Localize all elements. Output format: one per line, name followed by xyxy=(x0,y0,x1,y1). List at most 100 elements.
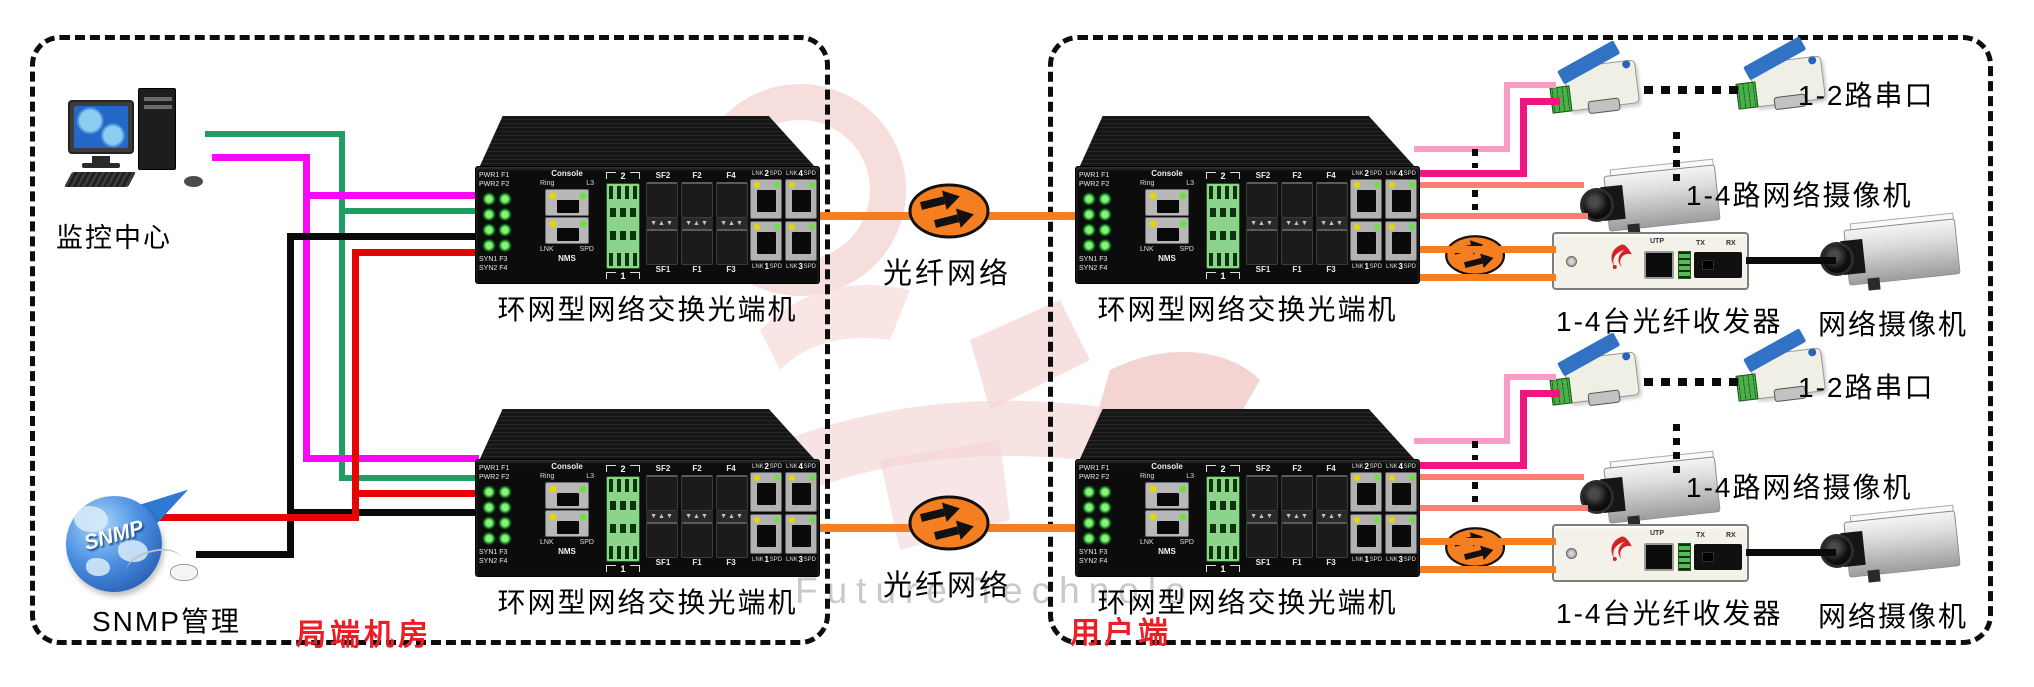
ring-switch-user-2: PWR1 F1 PWR2 F2 SYN1 F3 SYN2 F4 Console … xyxy=(1075,409,1420,618)
status-led-grid xyxy=(1081,191,1113,253)
label-tx: TX xyxy=(1696,240,1705,247)
label-f4: F4 xyxy=(1326,464,1336,473)
label-spd: SPD xyxy=(579,539,594,546)
label-ring: Ring xyxy=(540,473,555,480)
serial-db9-port xyxy=(1587,97,1621,115)
label-syn1-f3: SYN1 F3 xyxy=(479,549,508,556)
wire-lightpink xyxy=(1414,146,1510,152)
console-top-row: Ring L3 xyxy=(534,472,600,481)
label-pwr1-f1: PWR1 F1 xyxy=(1079,172,1110,179)
switch-led-panel: PWR1 F1 PWR2 F2 SYN1 F3 SYN2 F4 xyxy=(1079,171,1134,273)
label-f2: F2 xyxy=(1292,464,1302,473)
terminal-squares xyxy=(1209,230,1237,244)
rj45-jack xyxy=(557,200,579,213)
fiber-transceiver-device: UTP TX RX xyxy=(1552,524,1749,582)
camera-mount xyxy=(1867,569,1881,583)
user-peripherals-bottom: 1-2路串口 1-4路网络摄像机 UTP TX RX 1-4台光纤收发器 xyxy=(1410,328,2030,645)
console-rj45-port xyxy=(1145,189,1189,216)
serial-db9-port xyxy=(1587,389,1621,407)
switch-front-panel: PWR1 F1 PWR2 F2 SYN1 F3 SYN2 F4 Console … xyxy=(1075,166,1420,284)
switch-front-panel: PWR1 F1 PWR2 F2 SYN1 F3 SYN2 F4 Console … xyxy=(475,459,820,577)
green-terminal-block xyxy=(1206,476,1240,562)
label-syn1-f3: SYN1 F3 xyxy=(479,256,508,263)
label-nms: NMS xyxy=(558,547,576,556)
label-pwr1-f1: PWR1 F1 xyxy=(479,465,510,472)
label-sf1: SF1 xyxy=(655,265,671,274)
sfp-cages: ▼▲▼ ▼▲▼ ▼▲▼ xyxy=(1246,475,1348,558)
terminal-number-top: 2 xyxy=(1202,464,1244,474)
fiber-link-bottom: 光纤网络 xyxy=(815,490,1079,602)
wire-hotpink xyxy=(1520,390,1560,397)
terminal-squares xyxy=(1209,523,1237,537)
rj45-port xyxy=(785,514,817,554)
status-led-grid xyxy=(1081,484,1113,546)
rj45-port xyxy=(1350,514,1382,554)
label-sf1: SF1 xyxy=(655,558,671,567)
sfp-bottom-labels: SF1 F1 F3 xyxy=(1246,558,1348,568)
switch-caption: 环网型网络交换光端机 xyxy=(1097,294,1398,325)
fiber-port xyxy=(1702,260,1714,270)
camera-group-caption: 1-4路网络摄像机 xyxy=(1686,472,1913,503)
ring-switch-co-2: PWR1 F1 PWR2 F2 SYN1 F3 SYN2 F4 Console … xyxy=(475,409,820,618)
terminal-slots xyxy=(609,186,637,199)
label-sf1: SF1 xyxy=(1255,558,1271,567)
label-f2: F2 xyxy=(692,171,702,180)
label-syn1-f3: SYN1 F3 xyxy=(1079,549,1108,556)
label-f4: F4 xyxy=(726,171,736,180)
rj45-port xyxy=(785,221,817,261)
serial-device-pair xyxy=(1549,328,1840,419)
sfp-cage: ▼▲▼ xyxy=(716,475,748,558)
wire-orange xyxy=(1414,246,1556,253)
label-f1: F1 xyxy=(692,265,702,274)
terminal-number-bottom: 1 xyxy=(1202,271,1244,281)
camera-group-slot xyxy=(1580,158,1725,247)
transceiver-caption: 1-4台光纤收发器 xyxy=(1556,306,1783,337)
label-sf2: SF2 xyxy=(1255,464,1271,473)
terminal-block-column: 2 1 xyxy=(602,464,644,574)
network-camera-device xyxy=(1820,212,1965,301)
fiber-icon xyxy=(907,182,991,245)
terminal-number-bottom: 1 xyxy=(602,271,644,281)
serial-caption: 1-2路串口 xyxy=(1798,372,1935,403)
single-camera-slot xyxy=(1820,504,1965,593)
ellipsis-dots xyxy=(1472,482,1478,502)
rj45-port xyxy=(1385,179,1417,219)
sfp-cage: ▼▲▼ xyxy=(1246,475,1278,558)
label-console: Console xyxy=(1151,462,1183,471)
switch-top-case xyxy=(1079,116,1416,168)
console-bottom-row: LNK SPD xyxy=(1134,245,1200,254)
monitoring-center-label: 监控中心 xyxy=(56,223,172,253)
pc-keyboard xyxy=(64,172,136,187)
wire-black xyxy=(287,233,294,558)
status-led-grid xyxy=(481,484,513,546)
label-f3: F3 xyxy=(1326,558,1336,567)
console-top-row: Ring L3 xyxy=(534,179,600,188)
switch-front-panel: PWR1 F1 PWR2 F2 SYN1 F3 SYN2 F4 Console … xyxy=(475,166,820,284)
switch-led-panel: PWR1 F1 PWR2 F2 SYN1 F3 SYN2 F4 xyxy=(479,171,534,273)
label-f1: F1 xyxy=(1292,558,1302,567)
fiber-icon xyxy=(907,494,991,557)
console-bottom-row: LNK SPD xyxy=(1134,538,1200,547)
camera-mount xyxy=(1867,277,1881,291)
nms-rj45-port xyxy=(1145,217,1189,244)
label-utp: UTP xyxy=(1650,238,1664,245)
fiber-network-icon xyxy=(1445,235,1506,276)
serial-dotted-link xyxy=(1644,86,1738,94)
wire-lightpink xyxy=(1504,374,1510,444)
label-f2: F2 xyxy=(692,464,702,473)
label-syn2-f4: SYN2 F4 xyxy=(479,265,508,272)
sfp-cage: ▼▲▼ xyxy=(681,182,713,265)
label-syn1-f3: SYN1 F3 xyxy=(1079,256,1108,263)
wire-magenta xyxy=(303,192,479,199)
terminal-number-top: 2 xyxy=(1202,171,1244,181)
label-pwr2-f2: PWR2 F2 xyxy=(1079,181,1110,188)
camera-caption: 网络摄像机 xyxy=(1818,601,1969,632)
label-rx: RX xyxy=(1726,532,1736,539)
wire-red xyxy=(352,249,359,521)
terminal-number-top: 2 xyxy=(602,464,644,474)
